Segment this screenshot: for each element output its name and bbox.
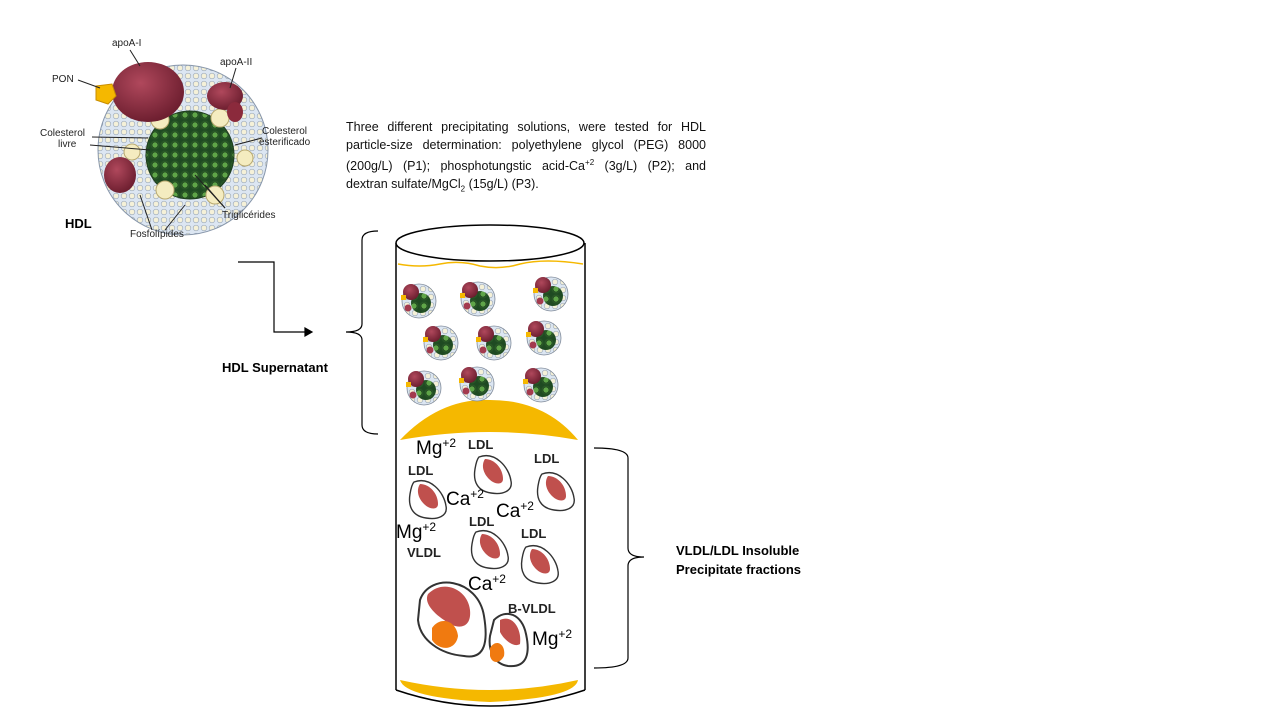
ion-ca: Ca+2 bbox=[496, 499, 534, 522]
hdl-particle bbox=[475, 325, 512, 361]
ldl-particle bbox=[470, 530, 509, 570]
centrifuge-tube: LDL LDL LDL LDL LDL VLDL B-VLDL Mg+2 Ca+… bbox=[395, 224, 586, 707]
ldl-particle bbox=[408, 480, 447, 520]
hdl-particle bbox=[458, 366, 495, 402]
description-text: Three different precipitating solutions,… bbox=[346, 120, 706, 194]
hdl-particle bbox=[525, 320, 562, 356]
hdl-particle bbox=[532, 276, 569, 312]
pon-enzyme bbox=[95, 83, 117, 105]
hdl-particle bbox=[405, 370, 442, 406]
ldl-particle bbox=[536, 472, 575, 512]
label-apoa2: apoA-II bbox=[220, 57, 253, 68]
hdl-particle bbox=[459, 281, 496, 317]
tag-ldl: LDL bbox=[534, 451, 559, 466]
ion-mg: Mg+2 bbox=[396, 520, 436, 543]
separation-layer bbox=[400, 399, 578, 440]
hdl-supernatant-label: HDL Supernatant bbox=[222, 360, 328, 375]
supernatant-hdl-particles bbox=[400, 276, 569, 406]
label-triglicerides: Triglicérides bbox=[222, 210, 276, 221]
tag-vldl: VLDL bbox=[407, 545, 441, 560]
ion-ca: Ca+2 bbox=[446, 487, 484, 510]
ion-mg: Mg+2 bbox=[532, 627, 572, 650]
hdl-particle-illustration bbox=[77, 49, 269, 236]
label-colesterol-livre-1: Colesterol bbox=[40, 128, 86, 139]
tag-ldl: LDL bbox=[408, 463, 433, 478]
hdl-particle bbox=[422, 325, 459, 361]
tag-ldl: LDL bbox=[521, 526, 546, 541]
label-pon: PON bbox=[52, 74, 74, 85]
ldl-particle bbox=[520, 545, 559, 585]
label-colesterol-livre-2: livre bbox=[58, 139, 77, 150]
vldl-particle bbox=[416, 581, 487, 658]
hdl-particle bbox=[400, 283, 437, 319]
tag-ldl: LDL bbox=[468, 437, 493, 452]
supernatant-bracket bbox=[345, 230, 379, 435]
tag-ldl: LDL bbox=[469, 514, 494, 529]
label-fosfolipides: Fosfolípides bbox=[130, 229, 184, 240]
precipitate-label-line2: Precipitate fractions bbox=[676, 562, 801, 577]
bottom-layer bbox=[400, 680, 578, 702]
label-colesterol-est-2: esterificado bbox=[259, 137, 311, 148]
precipitate-bracket bbox=[593, 447, 645, 669]
hdl-title: HDL bbox=[65, 216, 92, 231]
ion-ca: Ca+2 bbox=[468, 572, 506, 595]
precipitate-label: VLDL/LDL Insoluble Precipitate fractions bbox=[676, 541, 801, 579]
tag-bvldl: B-VLDL bbox=[508, 601, 556, 616]
precipitate-label-line1: VLDL/LDL Insoluble bbox=[676, 543, 800, 558]
ion-mg: Mg+2 bbox=[416, 436, 456, 459]
flow-arrow bbox=[238, 261, 314, 338]
label-colesterol-est-1: Colesterol bbox=[262, 126, 308, 137]
bvldl-particle bbox=[488, 612, 529, 668]
apoa1-protein bbox=[112, 62, 184, 122]
hdl-particle bbox=[522, 367, 559, 403]
label-apoa1: apoA-I bbox=[112, 38, 142, 49]
